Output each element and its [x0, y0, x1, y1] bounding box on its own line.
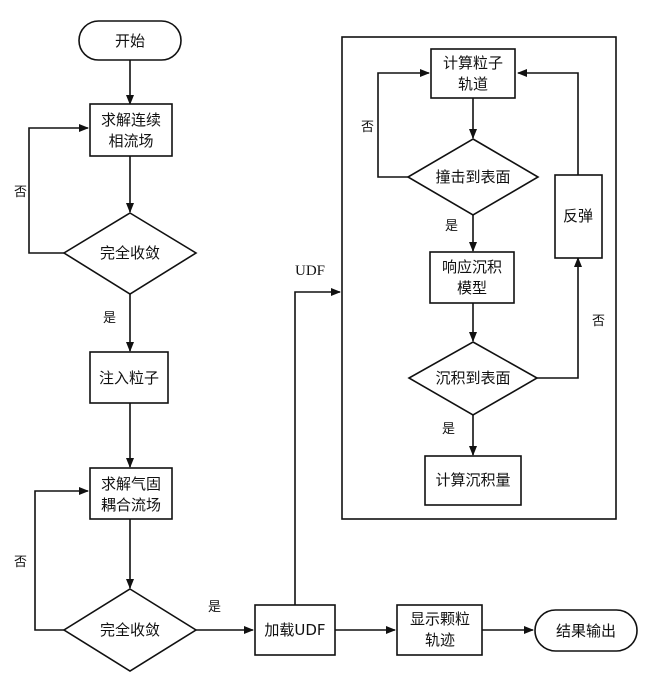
start-label: 开始: [115, 32, 145, 50]
arrow-hit-no-loop: [377, 69, 430, 178]
arrow-udf-to-subprocess: [294, 288, 341, 605]
show-trajectory-process: 显示颗粒 轨迹: [396, 604, 483, 656]
rebound-process: 反弹: [554, 174, 603, 259]
load-udf-label: 加载UDF: [264, 621, 325, 639]
start-terminal: 开始: [78, 20, 182, 61]
yes-label-converge1: 是: [103, 311, 116, 326]
yes-label-converge2: 是: [208, 600, 221, 615]
arrow-converge2-no-loop: [34, 487, 89, 631]
deposition-model-line1: 响应沉积: [442, 258, 502, 276]
compute-trajectory-process: 计算粒子 轨道: [430, 48, 516, 99]
compute-trajectory-line2: 轨道: [458, 75, 488, 93]
inject-particles-label: 注入粒子: [99, 369, 159, 387]
converge-decision-1: 完全收敛: [62, 212, 198, 295]
result-output-label: 结果输出: [556, 622, 616, 640]
arrow-deposit-no-to-rebound: [537, 257, 582, 379]
yes-label-deposit: 是: [442, 422, 455, 437]
udf-subprocess-frame: [341, 36, 617, 520]
no-label-deposit: 否: [592, 314, 605, 329]
arrow-rebound-to-trajectory: [517, 69, 579, 175]
load-udf-process: 加载UDF: [254, 604, 336, 656]
arrow-converge1-no-loop: [28, 124, 89, 254]
show-trajectory-line2: 轨迹: [425, 631, 455, 649]
compute-trajectory-line1: 计算粒子: [443, 54, 503, 72]
hit-surface-label: 撞击到表面: [435, 168, 510, 186]
solve-coupled-line1: 求解气固: [101, 475, 161, 493]
hit-surface-decision: 撞击到表面: [406, 138, 540, 216]
no-label-converge1: 否: [14, 185, 27, 200]
converge-1-label: 完全收敛: [100, 244, 160, 262]
solve-continuous-process: 求解连续 相流场: [89, 103, 173, 157]
deposition-model-process: 响应沉积 模型: [429, 251, 515, 304]
compute-deposition-process: 计算沉积量: [424, 455, 522, 506]
deposition-model-line2: 模型: [457, 279, 487, 297]
udf-edge-label: UDF: [295, 263, 325, 279]
show-trajectory-line1: 显示颗粒: [410, 610, 470, 628]
converge-decision-2: 完全收敛: [62, 588, 198, 672]
inject-particles-process: 注入粒子: [89, 351, 169, 404]
result-output-terminal: 结果输出: [534, 609, 638, 652]
deposit-surface-decision: 沉积到表面: [407, 341, 539, 416]
solve-coupled-process: 求解气固 耦合流场: [89, 467, 173, 520]
no-label-converge2: 否: [14, 555, 27, 570]
yes-label-hit: 是: [445, 219, 458, 234]
solve-continuous-line2: 相流场: [108, 132, 153, 150]
solve-coupled-line2: 耦合流场: [101, 496, 161, 514]
compute-deposition-label: 计算沉积量: [435, 471, 510, 489]
no-label-hit: 否: [361, 120, 374, 135]
deposit-surface-label: 沉积到表面: [435, 369, 510, 387]
converge-2-label: 完全收敛: [100, 621, 160, 639]
rebound-label: 反弹: [563, 207, 593, 225]
solve-continuous-line1: 求解连续: [101, 111, 161, 129]
